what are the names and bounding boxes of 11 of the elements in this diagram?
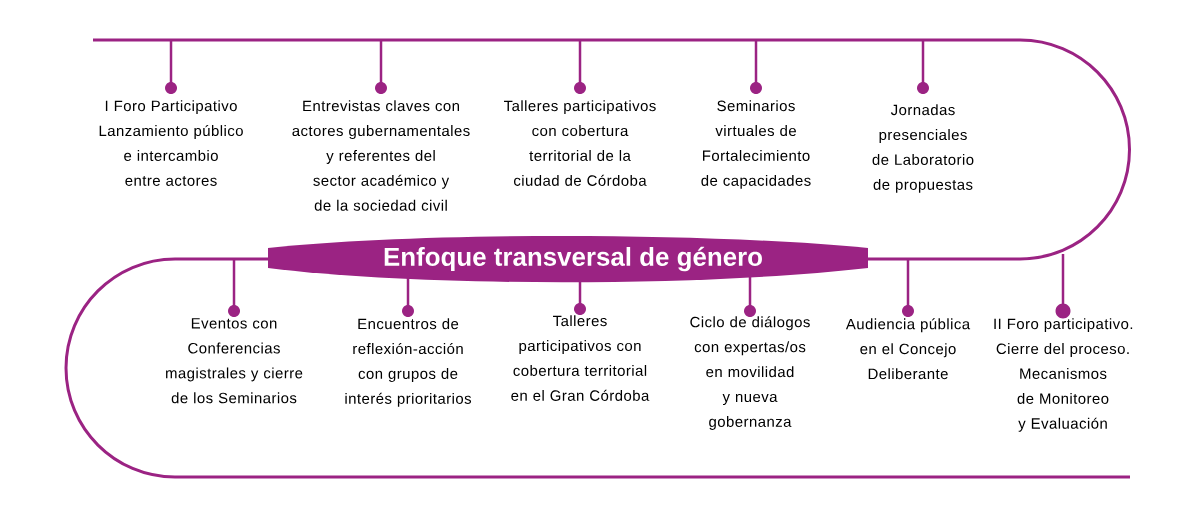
step-label: Encuentros de reflexión-acción con grupos de interés prioritarios [345, 318, 472, 407]
step-label: Jornadas presenciales de Laboratorio de propuestas [872, 104, 974, 193]
step-label: Eventos con Conferencias magistrales y cierre de los Seminarios [166, 318, 303, 404]
step-label: Talleres participativos con cobertura territorial en el Gran Córdoba [511, 315, 650, 401]
step-label: Audiencia pública en el Concejo Deliberante [845, 318, 971, 380]
step-label: Entrevistas claves con actores gubernamentales y referentes del sector académico y de la sociedad civil [292, 100, 470, 211]
step-label: Seminarios virtuales de Fortalecimiento de capacidades [701, 100, 811, 189]
step-label: II Foro participativo. Cierre del proceso. Mecanismos de Monitoreo y Evaluación [994, 318, 1133, 432]
step-label: Talleres participativos con cobertura territorial de la ciudad de Córdoba [504, 100, 656, 186]
step-label: I Foro Participativo Lanzamiento público e intercambio entre actores [99, 100, 243, 186]
step-label: Ciclo de diálogos con expertas/os en movilidad y nueva gobernanza [690, 316, 810, 430]
